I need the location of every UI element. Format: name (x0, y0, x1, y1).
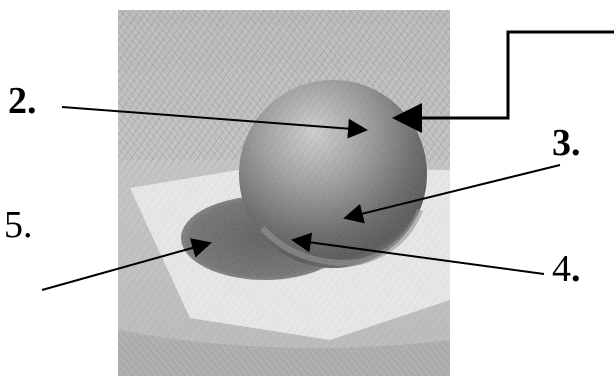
label-3: 3. (552, 124, 581, 162)
label-5: 5. (4, 206, 33, 244)
label-2: 2. (8, 82, 37, 120)
label-5-dot: . (23, 204, 33, 246)
label-5-number: 5 (4, 204, 23, 246)
label-2-number: 2 (8, 80, 27, 122)
pencil-drawing (118, 10, 450, 376)
label-3-dot: . (571, 122, 581, 164)
label-4-number: 4 (552, 248, 571, 290)
label-3-number: 3 (552, 122, 571, 164)
label-4-dot: . (571, 248, 581, 290)
label-4: 4. (552, 250, 581, 288)
label-2-dot: . (27, 80, 37, 122)
